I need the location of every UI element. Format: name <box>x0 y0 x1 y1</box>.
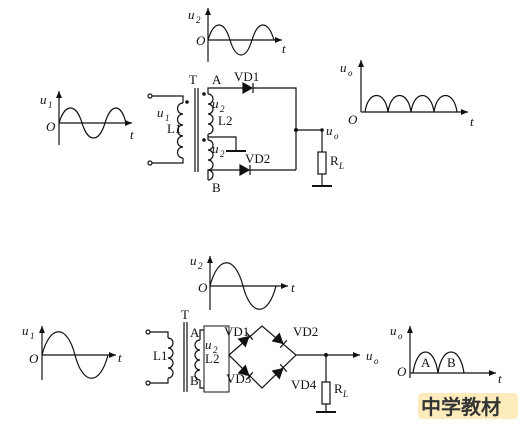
bottom-transformer-label: T <box>181 307 189 322</box>
svg-text:2: 2 <box>196 15 201 25</box>
svg-text:O: O <box>29 351 39 366</box>
svg-text:t: t <box>118 350 122 365</box>
bottom-node-a: A <box>190 325 200 340</box>
bottom-primary-circuit <box>145 329 174 386</box>
top-transformer-label: T <box>189 72 197 87</box>
svg-text:O: O <box>198 280 208 295</box>
bottom-node-b: B <box>190 373 199 388</box>
svg-text:o: o <box>374 356 379 366</box>
top-u2-sine-wave <box>207 24 275 56</box>
bottom-uo-label: u <box>366 348 373 363</box>
svg-text:t: t <box>130 127 134 142</box>
top-u1-graph <box>56 91 132 145</box>
svg-text:t: t <box>498 371 502 386</box>
bottom-uo-ylabel: u <box>390 323 397 338</box>
bottom-u1-ylabel: u <box>22 323 29 338</box>
svg-text:O: O <box>46 119 56 134</box>
bottom-u2-ylabel: u <box>190 253 197 268</box>
top-uo-rectified-wave <box>364 94 458 113</box>
svg-text:L: L <box>342 389 348 399</box>
top-u1-sine-wave <box>58 107 127 139</box>
svg-text:t: t <box>282 41 286 56</box>
top-vd2-label: VD2 <box>245 151 270 166</box>
top-u2-ylabel: u <box>188 7 195 22</box>
bottom-primary-coil <box>167 337 174 379</box>
bottom-secondary-coil <box>194 339 201 381</box>
svg-text:o: o <box>398 331 403 341</box>
bottom-u1-sine-wave <box>41 331 109 379</box>
bottom-l2-label: L2 <box>205 351 219 366</box>
svg-text:1: 1 <box>48 100 53 110</box>
top-uo-ylabel: u <box>340 60 347 75</box>
bottom-uo-graph <box>407 326 496 378</box>
svg-text:2: 2 <box>213 345 218 355</box>
bottom-pulse-b: B <box>447 355 456 370</box>
bottom-u2-label: u <box>205 337 212 352</box>
top-u2-origin: O <box>196 33 206 48</box>
top-uo-graph <box>358 60 468 115</box>
top-lower-u2: u <box>212 141 219 156</box>
bottom-vd3-label: VD3 <box>226 371 251 386</box>
top-primary-coil <box>176 102 184 159</box>
svg-text:1: 1 <box>30 331 35 341</box>
watermark-text: 中学教材 <box>421 395 501 419</box>
bottom-pulse-a: A <box>421 355 431 370</box>
svg-text:2: 2 <box>198 261 203 271</box>
top-secondary-coils <box>202 92 246 181</box>
bottom-load-resistor <box>321 381 331 405</box>
bottom-rl-label: R <box>334 381 343 396</box>
top-l2-label: L2 <box>218 113 232 128</box>
watermark-logo: 中学教材 <box>418 393 518 419</box>
bottom-l1-label: L1 <box>153 348 167 363</box>
top-uo-label: u <box>326 123 333 138</box>
svg-text:2: 2 <box>220 104 225 114</box>
svg-text:O: O <box>348 112 358 127</box>
bottom-u2-sine-wave <box>209 262 277 310</box>
svg-text:t: t <box>470 114 474 129</box>
bottom-vd2-label: VD2 <box>293 324 318 339</box>
bottom-u1-graph <box>39 326 116 380</box>
svg-text:o: o <box>348 68 353 78</box>
top-u2-graph <box>205 8 282 62</box>
svg-text:o: o <box>334 131 339 141</box>
top-u1-ylabel: u <box>40 92 47 107</box>
bottom-uo-rectified-wave <box>412 351 465 374</box>
bottom-u2-graph <box>207 256 288 310</box>
top-node-b: B <box>212 180 221 195</box>
bottom-vd4-label: VD4 <box>291 377 317 392</box>
svg-text:O: O <box>397 364 407 379</box>
top-rl-label: R <box>330 153 339 168</box>
top-vd1-label: VD1 <box>234 69 259 84</box>
top-diode-vd2 <box>239 163 251 177</box>
bottom-vd1-label: VD1 <box>224 324 249 339</box>
svg-text:2: 2 <box>220 149 225 159</box>
svg-text:1: 1 <box>165 113 170 123</box>
svg-text:L: L <box>338 161 344 171</box>
top-diode-vd1 <box>242 81 254 95</box>
svg-text:t: t <box>291 280 295 295</box>
top-u1-label: u <box>157 105 164 120</box>
top-upper-u2: u <box>212 96 219 111</box>
top-primary-circuit <box>147 93 189 166</box>
top-node-a: A <box>212 72 222 87</box>
top-load-resistor <box>317 151 327 175</box>
top-l1-label: L1 <box>167 121 181 136</box>
